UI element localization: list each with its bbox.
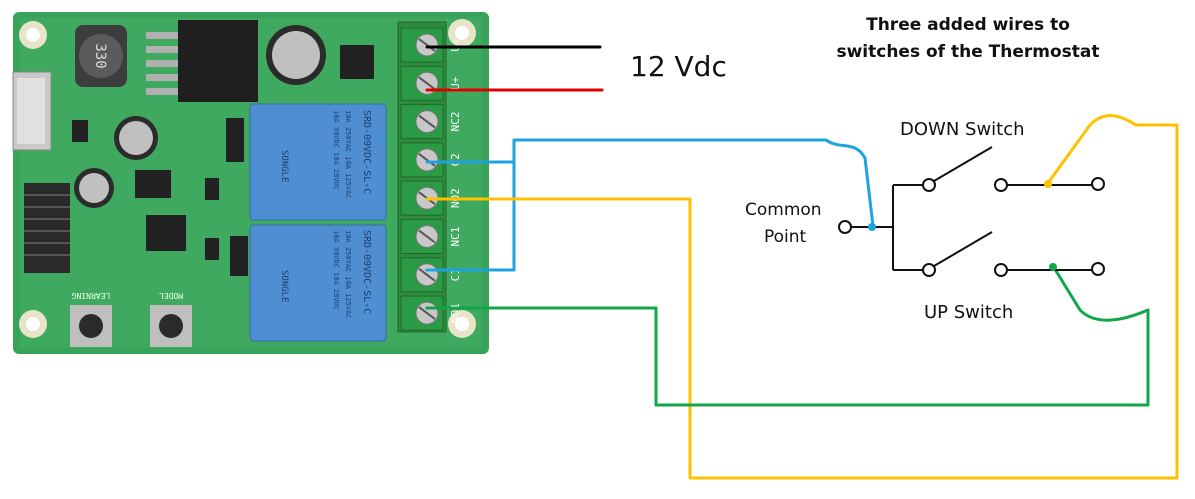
mounting-holes [19, 19, 476, 338]
wires [425, 45, 1179, 480]
down-switch-output-terminal [1091, 177, 1105, 191]
smd-component [230, 236, 248, 276]
heading-line-2: switches of the Thermostat [836, 42, 1100, 62]
terminal-screw-slot [418, 38, 436, 52]
smd-component [226, 118, 244, 162]
terminal-screw-slot [418, 153, 436, 167]
relay-2-rating-2: 10A 30VDC 10A 28VDC [332, 110, 340, 190]
up-switch-blade [933, 231, 993, 267]
terminal-screw-slot [418, 267, 436, 282]
terminal-screw-slot [418, 229, 436, 244]
learning-button-label: LEARNING [72, 291, 111, 300]
inductor-marking: 330 [92, 43, 108, 68]
relay-2-marking: SRD-09VDC-SL-C [361, 110, 372, 194]
up-switch-contact-b [994, 263, 1008, 277]
terminal-screw-slot [418, 76, 436, 91]
smd-component [205, 178, 219, 200]
antenna-coil [24, 183, 70, 273]
terminal-label: U- [449, 38, 462, 51]
relay-2-brand: SONGLE [279, 150, 289, 183]
wire-green-no1 [425, 264, 1150, 407]
down-switch-contact-a [922, 178, 936, 192]
relay-2: SRD-09VDC-SL-C 10A 250VAC 10A 125VAC 10A… [249, 103, 387, 221]
learning-button: LEARNING [70, 291, 112, 347]
wire-yellow-no2 [425, 114, 1179, 480]
down-switch-contact-b [994, 178, 1008, 192]
junction-blue [868, 223, 876, 231]
terminal-screw-slot [418, 306, 436, 320]
junction-yellow [1044, 180, 1052, 188]
up-switch-output-terminal [1091, 262, 1105, 276]
mcu-ic [146, 215, 186, 251]
down-switch-blade [933, 146, 993, 182]
regulator-ic [178, 20, 258, 102]
junction-green [1049, 263, 1057, 271]
smd-component [205, 238, 219, 260]
terminal-label: NC2 [449, 112, 462, 132]
terminal-label: U+ [449, 76, 462, 90]
smd-component [72, 120, 88, 142]
wire-blue-c1 [425, 138, 875, 272]
relay-board: 330 SRD-09VDC-SL-C 10A 250VAC 10A 125VAC… [12, 12, 489, 354]
relay-1-rating-2: 10A 30VDC 10A 28VDC [332, 230, 340, 310]
model-button-label: MODEL [159, 291, 183, 300]
relay-1-marking: SRD-09VDC-SL-C [361, 230, 372, 314]
supply-voltage-label: 12 Vdc [630, 50, 727, 83]
model-button: MODEL [150, 291, 192, 347]
common-point-label-line-2: Point [764, 227, 807, 247]
up-switch-label: UP Switch [924, 302, 1014, 323]
switch-schematic [838, 146, 1105, 277]
decoder-ic [135, 170, 171, 198]
relay-1-rating-1: 10A 250VAC 10A 125VAC [344, 230, 352, 319]
common-point-terminal [838, 220, 852, 234]
terminal-label: C2 [449, 153, 462, 166]
relay-2-rating-1: 10A 250VAC 10A 125VAC [344, 110, 352, 199]
relay-1-brand: SONGLE [279, 270, 289, 303]
terminal-screw-slot [418, 114, 436, 129]
common-point-label-line-1: Common [745, 200, 822, 220]
terminal-label: NO1 [449, 303, 462, 323]
terminal-label: NC1 [449, 227, 462, 247]
bridge-rectifier [340, 45, 374, 79]
relay-1: SRD-09VDC-SL-C 10A 250VAC 10A 125VAC 10A… [249, 224, 387, 342]
down-switch-label: DOWN Switch [900, 119, 1025, 140]
heading-line-1: Three added wires to [866, 15, 1070, 35]
up-switch-contact-a [922, 263, 936, 277]
